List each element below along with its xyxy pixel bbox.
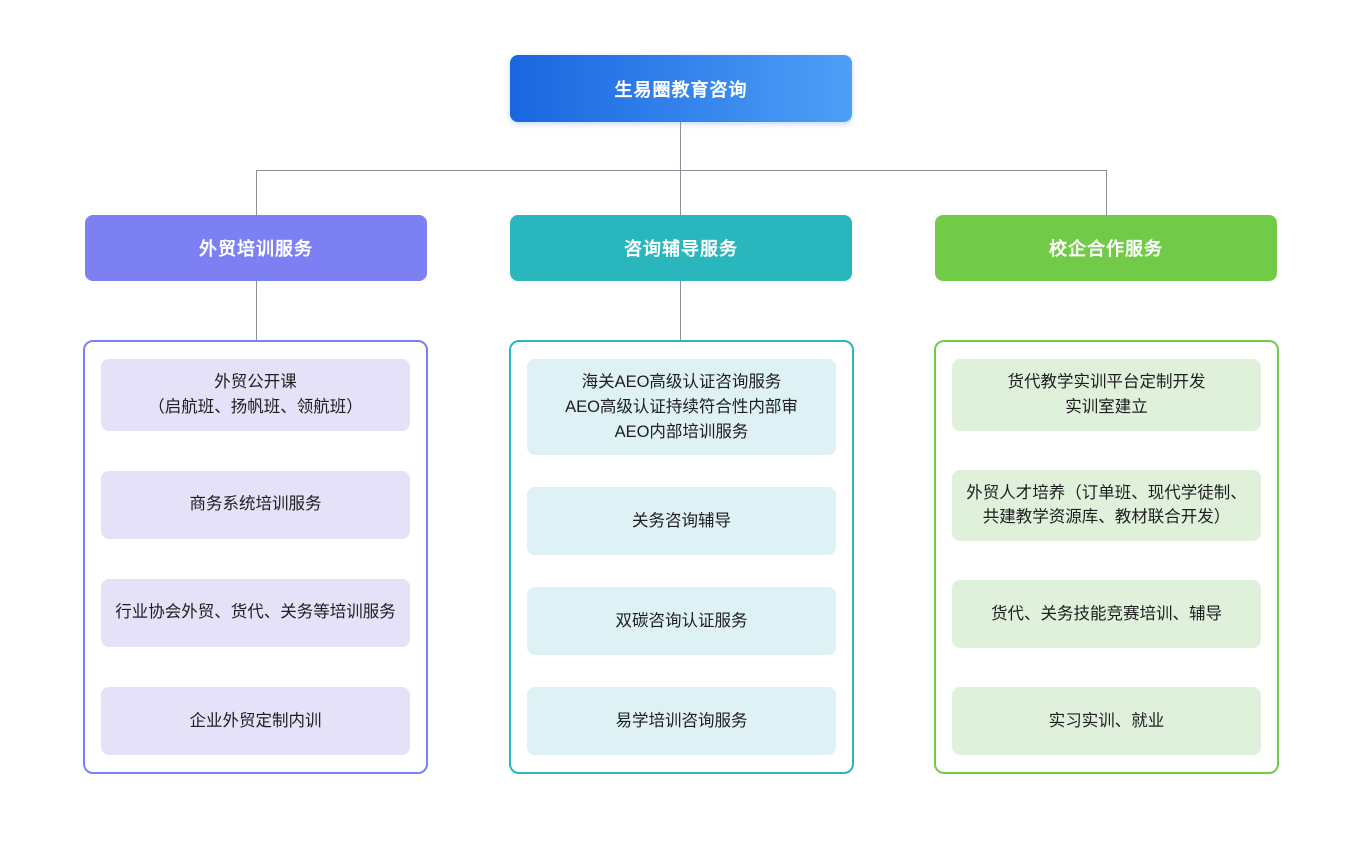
- node-item: 海关AEO高级认证咨询服务 AEO高级认证持续符合性内部审 AEO内部培训服务: [527, 359, 836, 456]
- branch-header-consulting-coaching: 咨询辅导服务: [510, 215, 852, 281]
- node-item: 商务系统培训服务: [101, 470, 410, 539]
- branch-panel-trade-training: 外贸公开课 （启航班、扬帆班、领航班） 商务系统培训服务 行业协会外贸、货代、关…: [83, 340, 428, 774]
- branch-panel-school-enterprise: 货代教学实训平台定制开发 实训室建立 外贸人才培养（订单班、现代学徒制、共建教学…: [934, 340, 1279, 774]
- branch-header-label: 外贸培训服务: [199, 239, 313, 259]
- node-item: 外贸公开课 （启航班、扬帆班、领航班）: [101, 359, 410, 431]
- node-item: 外贸人才培养（订单班、现代学徒制、共建教学资源库、教材联合开发）: [952, 469, 1261, 541]
- root-node: 生易圈教育咨询: [510, 55, 852, 122]
- branch-header-label: 咨询辅导服务: [624, 239, 738, 259]
- connector-drop-middle: [680, 170, 681, 216]
- node-item: 货代、关务技能竞赛培训、辅导: [952, 580, 1261, 648]
- branch-header-label: 校企合作服务: [1049, 239, 1163, 259]
- branch-header-school-enterprise: 校企合作服务: [935, 215, 1277, 281]
- node-item: 货代教学实训平台定制开发 实训室建立: [952, 359, 1261, 431]
- node-item: 行业协会外贸、货代、关务等培训服务: [101, 578, 410, 647]
- node-item: 关务咨询辅导: [527, 487, 836, 556]
- connector-header-to-panel-middle: [680, 281, 681, 340]
- node-item: 易学培训咨询服务: [527, 686, 836, 755]
- node-item: 企业外贸定制内训: [101, 686, 410, 755]
- connector-header-to-panel-left: [256, 281, 257, 340]
- connector-horizontal: [256, 170, 1106, 171]
- node-item: 双碳咨询认证服务: [527, 587, 836, 656]
- branch-header-trade-training: 外贸培训服务: [85, 215, 427, 281]
- branch-panel-consulting-coaching: 海关AEO高级认证咨询服务 AEO高级认证持续符合性内部审 AEO内部培训服务 …: [509, 340, 854, 774]
- connector-root-stem: [680, 122, 681, 170]
- connector-drop-right: [1106, 170, 1107, 216]
- root-node-label: 生易圈教育咨询: [614, 79, 748, 100]
- node-item: 实习实训、就业: [952, 687, 1261, 755]
- connector-drop-left: [256, 170, 257, 216]
